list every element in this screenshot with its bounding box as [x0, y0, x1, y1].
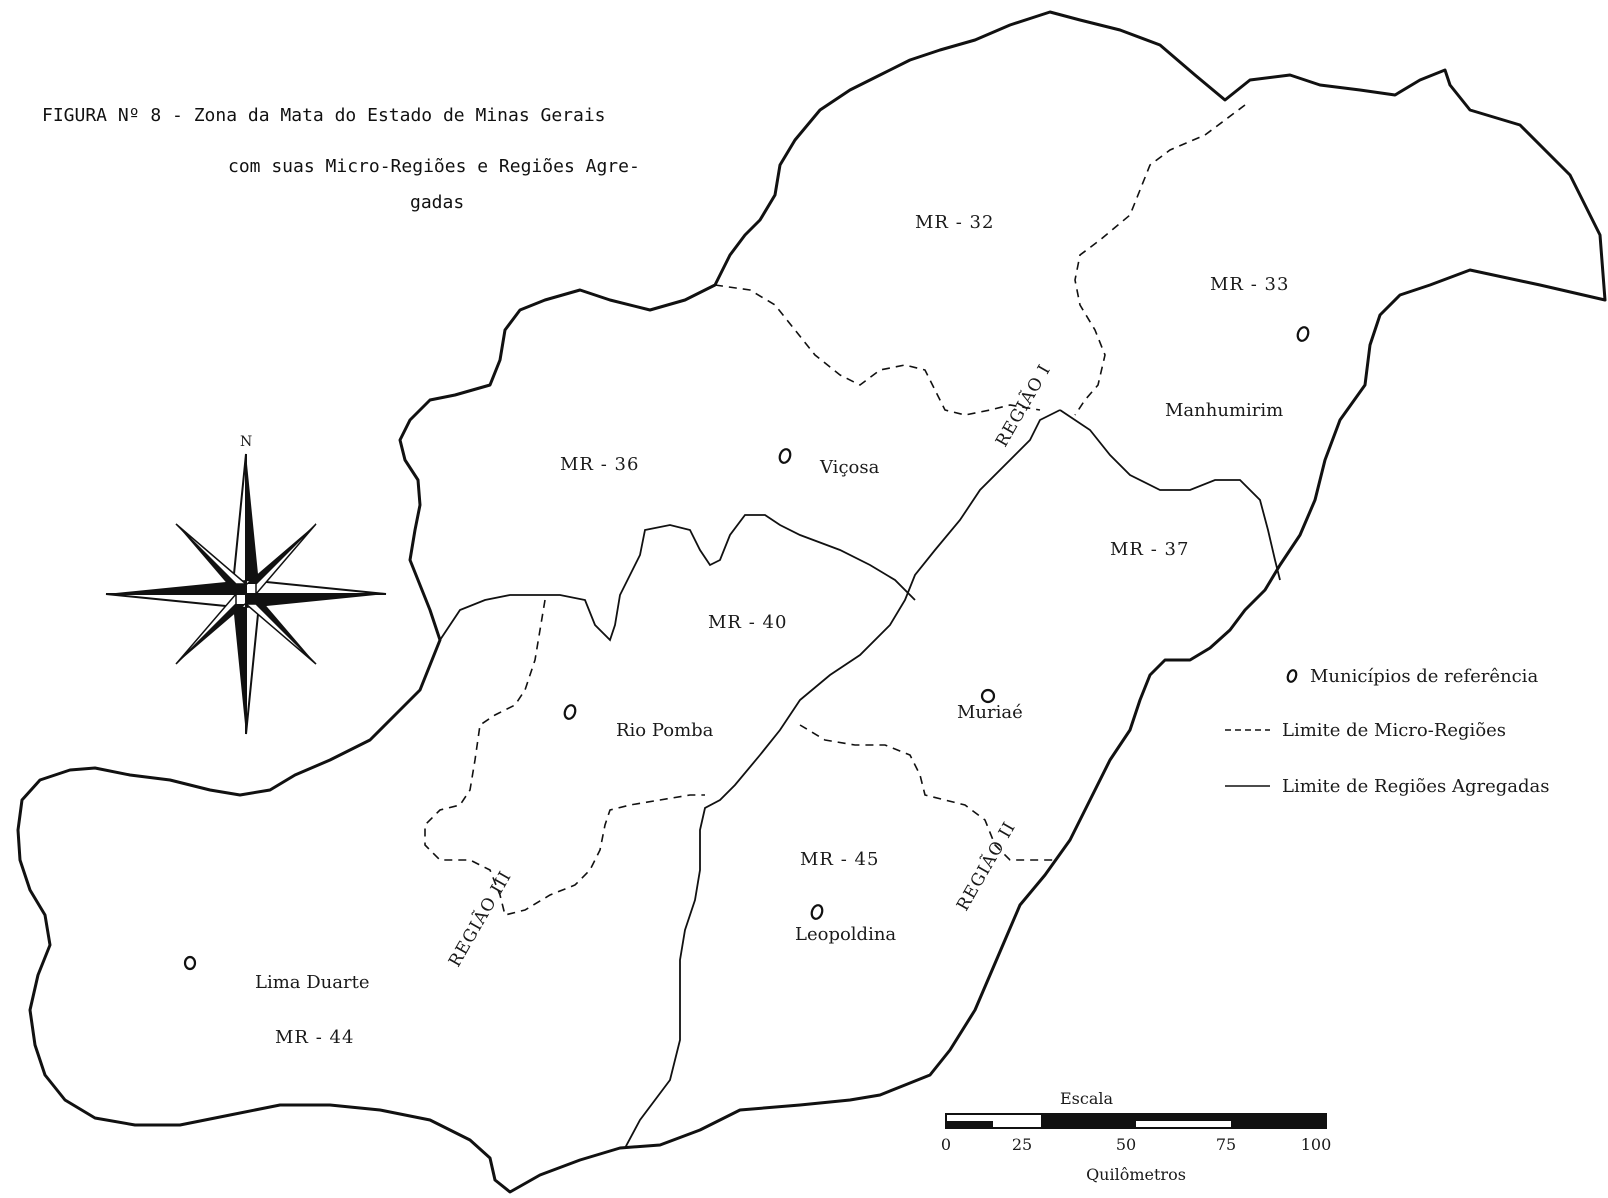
- figure-title: FIGURA Nº 8 - Zona da Mata do Estado de …: [42, 105, 640, 213]
- title-line-3: gadas: [410, 192, 464, 213]
- compass-north-point-dark: [246, 454, 260, 594]
- title-line-2: com suas Micro-Regiões e Regiões Agre-: [228, 156, 640, 177]
- scale-segment-3-half: [1136, 1114, 1231, 1121]
- label-mr-37: MR - 37: [1110, 539, 1189, 560]
- town-label-lima-duarte: Lima Duarte: [255, 972, 369, 993]
- legend-municipios-label: Municípios de referência: [1310, 666, 1538, 687]
- aggregated-region-labels: REGIÃO I REGIÃO II REGIÃO III: [444, 360, 1055, 970]
- micro-boundary-40-44: [424, 599, 705, 916]
- label-mr-40: MR - 40: [708, 612, 787, 633]
- label-mr-33: MR - 33: [1210, 274, 1289, 295]
- town-label-rio-pomba: Rio Pomba: [616, 720, 714, 741]
- town-marker-muriae: [980, 688, 996, 704]
- label-mr-45: MR - 45: [800, 849, 879, 870]
- compass-sw-point-light: [175, 591, 237, 665]
- scale-tick-50: 50: [1116, 1135, 1136, 1154]
- compass-west-point-dark: [106, 580, 246, 594]
- compass-west-point-light: [105, 593, 247, 610]
- compass-rose: N: [105, 434, 387, 735]
- label-mr-44: MR - 44: [275, 1027, 354, 1048]
- micro-boundary-32-33: [1074, 104, 1246, 416]
- label-regiao-2: REGIÃO II: [952, 818, 1020, 915]
- legend: Municípios de referência Limite de Micro…: [1225, 666, 1550, 797]
- town-marker-leopoldina: [810, 904, 824, 920]
- compass-sw-point: [176, 604, 246, 664]
- scale-unit: Quilômetros: [1086, 1165, 1186, 1184]
- compass-ne-point: [246, 524, 316, 584]
- compass-se-point-light: [243, 603, 317, 665]
- legend-town-symbol: [1286, 669, 1298, 683]
- scale-segment-4: [1231, 1114, 1326, 1128]
- micro-boundary-37-45: [799, 724, 1055, 861]
- legend-agregadas-label: Limite de Regiões Agregadas: [1282, 776, 1550, 797]
- town-marker-manhumirim: [1296, 326, 1310, 342]
- scale-tick-0: 0: [941, 1135, 951, 1154]
- scale-tick-75: 75: [1216, 1135, 1236, 1154]
- town-label-leopoldina: Leopoldina: [795, 924, 896, 945]
- town-marker-rio-pomba: [563, 704, 577, 720]
- label-mr-36: MR - 36: [560, 454, 639, 475]
- scale-segment-2: [1041, 1114, 1136, 1128]
- reference-towns: Manhumirim Viçosa Rio Pomba Muriaé Leopo…: [183, 326, 1310, 993]
- town-marker-vicosa: [778, 448, 792, 464]
- compass-se-point: [256, 594, 316, 664]
- compass-east-point-dark: [246, 594, 386, 608]
- town-marker-lima-duarte: [183, 955, 197, 971]
- compass-nw-point-light: [175, 523, 249, 585]
- compass-nw-point: [176, 524, 236, 594]
- compass-north-label: N: [240, 434, 252, 450]
- aggregated-region-boundaries: [439, 409, 1281, 1149]
- label-mr-32: MR - 32: [915, 212, 994, 233]
- label-regiao-1: REGIÃO I: [991, 360, 1055, 450]
- zona-da-mata-outline: [16, 10, 1607, 1194]
- label-regiao-3: REGIÃO III: [444, 867, 516, 970]
- micro-boundary-32-36: [714, 284, 1041, 416]
- scale-bar: Escala 0 25 50 75 100 Quilômetros: [941, 1089, 1331, 1184]
- town-label-manhumirim: Manhumirim: [1165, 400, 1283, 421]
- compass-south-point-dark: [232, 594, 246, 734]
- scale-title: Escala: [1060, 1089, 1114, 1108]
- town-label-vicosa: Viçosa: [819, 457, 880, 478]
- compass-ne-point-light: [255, 523, 317, 597]
- title-line-1: FIGURA Nº 8 - Zona da Mata do Estado de …: [42, 105, 606, 126]
- scale-segment-half: [946, 1121, 993, 1128]
- town-label-muriae: Muriaé: [957, 702, 1023, 723]
- agg-boundary-west: [439, 514, 916, 642]
- agg-boundary-central: [624, 409, 1061, 1149]
- agg-boundary-east: [1059, 409, 1281, 581]
- scale-tick-25: 25: [1012, 1135, 1032, 1154]
- scale-tick-100: 100: [1301, 1135, 1332, 1154]
- micro-region-boundaries: [424, 104, 1246, 916]
- legend-micro-label: Limite de Micro-Regiões: [1282, 720, 1506, 741]
- micro-region-labels: MR - 32 MR - 33 MR - 36 MR - 37 MR - 40 …: [275, 212, 1289, 1048]
